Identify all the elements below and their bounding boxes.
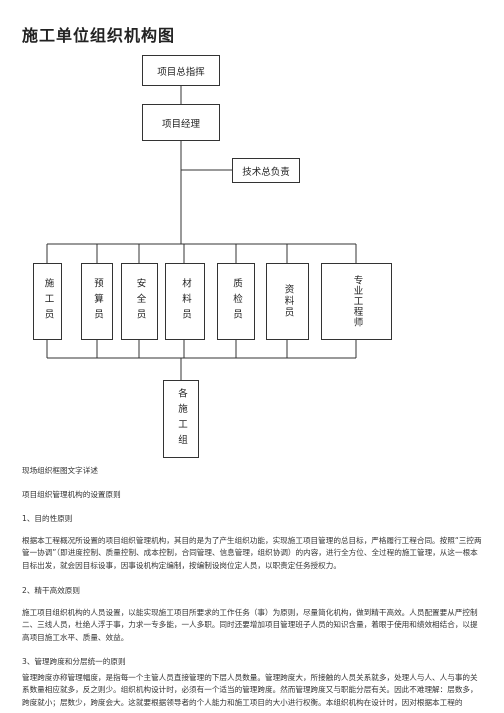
org-chart-connectors bbox=[46, 86, 357, 380]
box-project-director: 项目总指挥 bbox=[142, 55, 220, 86]
box-label: 专业工程师 bbox=[351, 275, 363, 328]
principle-heading: 2、精干高效原则 bbox=[22, 586, 80, 595]
box-label: 预算员 bbox=[92, 278, 103, 325]
box-label: 材料员 bbox=[180, 278, 191, 325]
box-label: 安全员 bbox=[134, 278, 146, 325]
paragraph: 管理跨度亦称管理幅度，是指每一个主管人员直接管理的下层人员数量。管理跨度大，所接… bbox=[22, 673, 478, 707]
paragraph: 施工项目组织机构的人员设置，以能实现施工项目所要求的工作任务（事）为原则，尽量简… bbox=[22, 608, 478, 642]
box-document-officer: 资料员 bbox=[266, 263, 309, 340]
box-specialist-engineer: 专业工程师 bbox=[321, 263, 392, 340]
box-work-teams: 各施工组 bbox=[163, 380, 199, 458]
box-safety-officer: 安全员 bbox=[121, 263, 158, 340]
principle-heading: 3、管理跨度和分层统一的原则 bbox=[22, 657, 126, 666]
box-budget-officer: 预算员 bbox=[81, 263, 113, 340]
section-heading: 项目组织管理机构的设置原则 bbox=[22, 490, 121, 499]
box-label: 施工员 bbox=[42, 278, 54, 325]
section-heading: 现场组织框图文字详述 bbox=[22, 466, 98, 475]
box-materials-officer: 材料员 bbox=[165, 263, 205, 340]
box-label: 项目经理 bbox=[161, 118, 200, 130]
box-label: 各施工组 bbox=[176, 388, 187, 450]
box-quality-inspector: 质检员 bbox=[217, 263, 255, 340]
box-technical-lead: 技术总负责 bbox=[232, 158, 300, 183]
box-label: 质检员 bbox=[231, 278, 242, 325]
box-construction-worker: 施工员 bbox=[33, 263, 62, 340]
paragraph: 根据本工程概况所设置的项目组织管理机构，其目的是为了产生组织功能，实现施工项目管… bbox=[22, 536, 482, 570]
principle-heading: 1、目的性原则 bbox=[22, 514, 73, 523]
box-label: 项目总指挥 bbox=[157, 66, 205, 78]
box-project-manager: 项目经理 bbox=[142, 104, 220, 141]
box-label: 技术总负责 bbox=[242, 166, 290, 178]
box-label: 资料员 bbox=[282, 284, 294, 319]
page-title: 施工单位组织机构图 bbox=[22, 26, 176, 45]
